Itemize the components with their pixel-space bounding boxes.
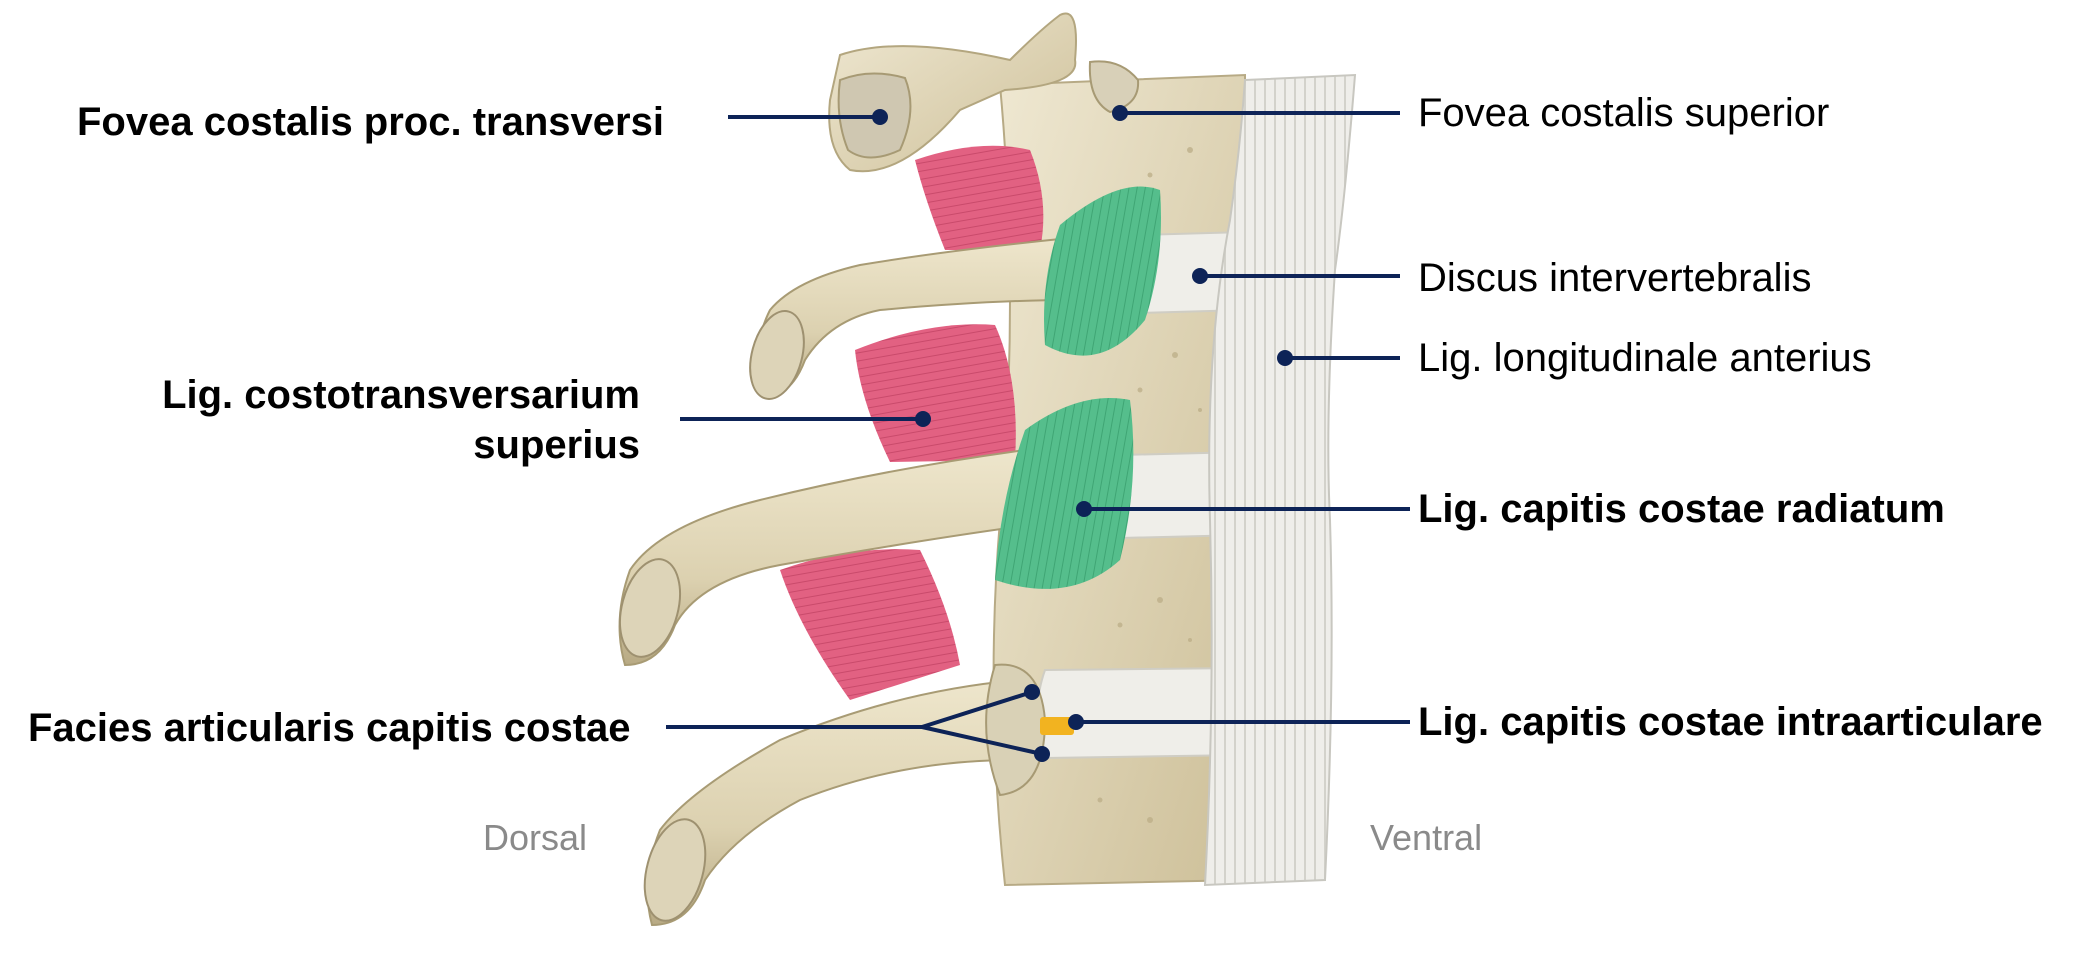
pointer-dots [872, 105, 1293, 762]
label-fovea-proc-transversi: Fovea costalis proc. transversi [77, 100, 664, 144]
label-ventral: Ventral [1370, 817, 1483, 858]
label-lig-costotransversarium-line1: Lig. costotransversarium [162, 373, 640, 417]
label-lig-intraarticulare: Lig. capitis costae intraarticulare [1418, 700, 2043, 744]
green-ligament-1 [1044, 186, 1161, 356]
label-fovea-superior: Fovea costalis superior [1418, 91, 1830, 135]
label-dorsal: Dorsal [483, 817, 588, 858]
ribs [618, 236, 1077, 927]
label-lig-costotransversarium-line2: superius [473, 423, 640, 467]
pointer-lines [666, 111, 1410, 756]
label-discus: Discus intervertebralis [1418, 256, 1812, 300]
label-facies-articularis: Facies articularis capitis costae [28, 706, 631, 750]
green-ligament-2 [995, 398, 1134, 589]
label-lig-longitudinale: Lig. longitudinale anterius [1418, 336, 1872, 380]
pink-ligament-2 [855, 324, 1016, 462]
pink-ligament-3 [780, 549, 960, 700]
label-lig-costotransversarium: Lig. costotransversarium superius [140, 370, 640, 470]
pink-ligament-1 [915, 145, 1044, 250]
label-lig-radiatum: Lig. capitis costae radiatum [1418, 487, 1945, 531]
